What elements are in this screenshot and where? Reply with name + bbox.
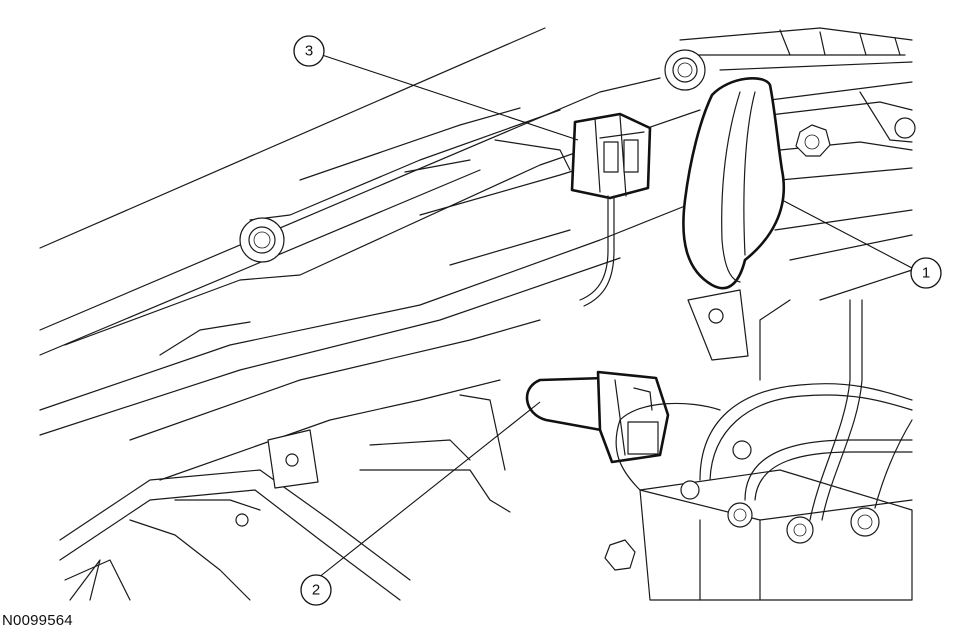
horn [682,77,786,290]
hex-bolt [795,124,831,157]
callout-3-label: 3 [305,43,313,60]
brake-lines [615,299,913,521]
grommet-left [239,217,285,263]
callout-1-label: 1 [922,265,930,282]
connector-bulb [525,370,670,464]
leader-line-3 [321,54,579,141]
callout-2: 2 [300,574,332,606]
upper-right-frame [679,27,913,301]
abs-module [639,469,913,601]
callout-1: 1 [910,257,942,289]
middle-frame [39,107,701,481]
grommet-top [664,49,706,91]
figure-id: N0099564 [2,612,73,629]
electrical-connector [570,112,652,307]
leader-line-2 [317,401,541,579]
hose-fittings [604,440,880,571]
round-hole [894,117,916,139]
callout-3: 3 [293,35,325,67]
callout-2-label: 2 [312,582,320,599]
mounting-bracket [687,289,749,361]
leader-line-1 [781,199,913,269]
lower-left-frame [59,394,511,601]
